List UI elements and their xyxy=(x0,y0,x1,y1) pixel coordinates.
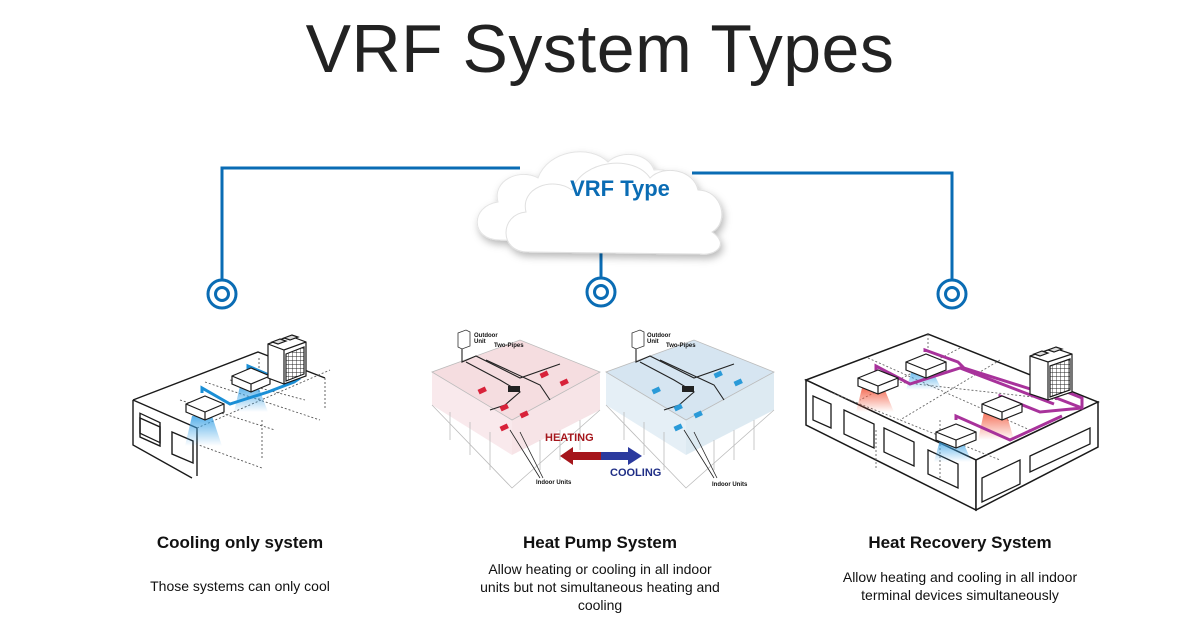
outdoor-unit-label-line2: Unit xyxy=(647,339,659,345)
cooling-label: COOLING xyxy=(610,467,662,479)
connector-right xyxy=(692,171,954,281)
heat-pump-cooling-illustration xyxy=(605,329,775,489)
page-title: VRF System Types xyxy=(305,11,895,87)
outdoor-unit-label-line1: Outdoor xyxy=(474,333,498,339)
heat-recovery-description: Allow heating and cooling in all indoor … xyxy=(820,568,1100,604)
heat-recovery-description-line: Allow heating and cooling in all indoor xyxy=(842,569,1078,585)
two-pipes-label-heating: Two-Pipes xyxy=(494,343,524,349)
indoor-units-label-cooling: Indoor Units xyxy=(712,482,748,488)
connector-left xyxy=(220,166,520,281)
cloud-icon xyxy=(476,151,723,255)
ring-marker-cooling xyxy=(206,278,238,310)
heat-recovery-description-line: terminal devices simultaneously xyxy=(861,587,1059,603)
vrf-type-label: VRF Type xyxy=(570,176,670,201)
cooling-only-title: Cooling only system xyxy=(156,533,324,552)
cooling-arrow xyxy=(601,447,642,465)
heat-pump-heating-illustration xyxy=(431,329,601,489)
heating-arrow xyxy=(560,447,601,465)
heating-label: HEATING xyxy=(545,432,594,444)
heat-recovery-title: Heat Recovery System xyxy=(868,533,1052,552)
ring-marker-heat-pump xyxy=(585,276,617,308)
indoor-units-label-heating: Indoor Units xyxy=(536,480,572,486)
ring-marker-heat-recovery xyxy=(936,278,968,310)
two-pipes-label-cooling: Two-Pipes xyxy=(666,343,696,349)
heat-pump-description: Allow heating or cooling in all indoor u… xyxy=(460,560,740,614)
heat-recovery-illustration xyxy=(804,333,1100,512)
outdoor-unit-label-line1: Outdoor xyxy=(647,333,671,339)
ring-markers xyxy=(206,276,968,310)
cooling-only-description: Those systems can only cool xyxy=(150,578,330,594)
outdoor-unit-label-line2: Unit xyxy=(474,339,486,345)
heat-pump-description-line: cooling xyxy=(577,597,623,613)
heat-pump-description-line: Allow heating or cooling in all indoor xyxy=(488,561,712,577)
heating-cooling-arrow xyxy=(560,447,642,465)
connector-lines xyxy=(220,166,954,281)
heat-pump-description-line: units but not simultaneous heating and xyxy=(480,579,720,595)
heat-pump-title: Heat Pump System xyxy=(523,533,677,552)
cooling-only-illustration xyxy=(132,334,331,479)
